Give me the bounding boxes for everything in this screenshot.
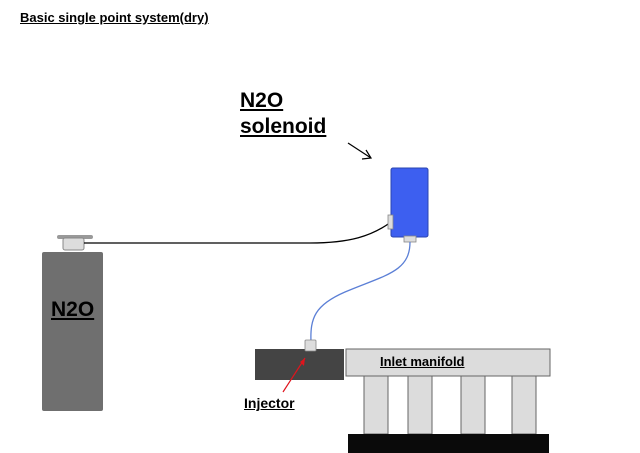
solenoid-label-line2: solenoid xyxy=(240,115,327,138)
diagram-title: Basic single point system(dry) xyxy=(20,10,209,25)
manifold-runner xyxy=(407,375,433,435)
n2o-tank xyxy=(42,252,103,411)
inlet-manifold xyxy=(345,348,551,377)
manifold-runner xyxy=(460,375,486,435)
feed-line xyxy=(310,241,411,343)
injector-nozzle xyxy=(304,339,317,352)
tank-label: N2O xyxy=(51,298,95,321)
injector-pointer-arrow xyxy=(282,357,306,393)
n2o-solenoid xyxy=(390,167,429,238)
manifold-runner xyxy=(363,375,389,435)
tank-valve xyxy=(62,237,85,251)
solenoid-inlet-fitting xyxy=(387,214,394,230)
arrow-icon xyxy=(347,142,373,160)
solenoid-outlet-fitting xyxy=(403,235,417,243)
solenoid-label-line1: N2O xyxy=(240,89,284,112)
injector-label: Injector xyxy=(244,395,295,411)
injector-body xyxy=(255,349,344,380)
solenoid-label: N2O solenoid xyxy=(240,88,326,140)
manifold-runner xyxy=(511,375,537,435)
engine-base xyxy=(348,434,549,453)
supply-line xyxy=(84,221,392,244)
manifold-label: Inlet manifold xyxy=(380,354,465,369)
